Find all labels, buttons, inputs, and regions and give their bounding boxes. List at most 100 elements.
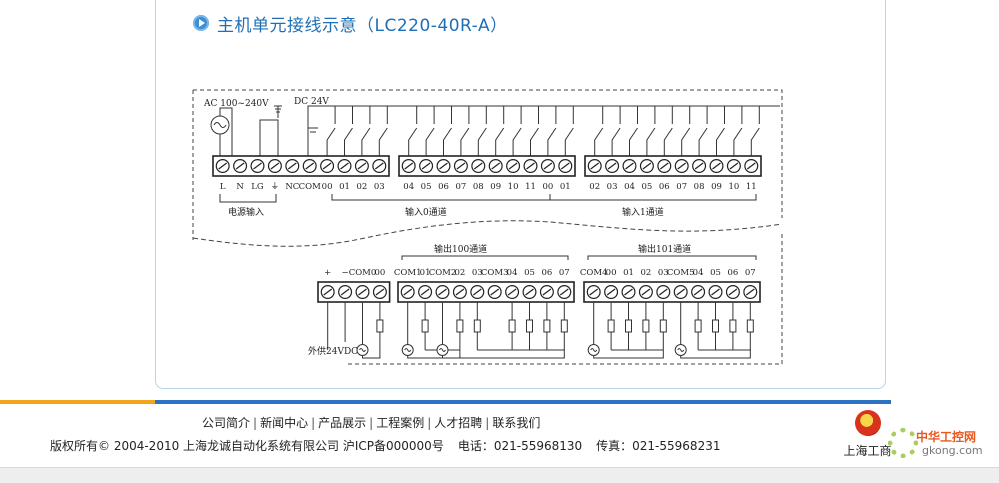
play-bullet-icon xyxy=(193,15,209,31)
output101-label: 输出101通道 xyxy=(638,243,691,255)
input-terminal-label: COM xyxy=(299,182,321,192)
output101-terminal-label: 06 xyxy=(727,268,738,278)
output101-terminal-label: 04 xyxy=(693,268,704,278)
load-resistor-icon xyxy=(421,319,429,333)
input-terminal-label: NC xyxy=(285,182,299,192)
input-terminal-label: ⏚ xyxy=(271,182,280,192)
input-terminal-label: LG xyxy=(251,182,264,192)
input-terminal-label: 03 xyxy=(374,182,385,192)
input-terminal-label: 11 xyxy=(746,182,757,192)
input-terminal-label: 02 xyxy=(356,182,367,192)
footer-link-projects[interactable]: 工程案例 xyxy=(376,416,425,430)
input-terminal-label: 03 xyxy=(607,182,618,192)
footer-copyright: 版权所有© 2004-2010 上海龙诚自动化系统有限公司 沪ICP备00000… xyxy=(50,437,720,454)
load-resistor-icon xyxy=(746,319,754,333)
output100-terminal-label: COM3 xyxy=(481,268,509,278)
section-heading: 主机单元接线示意（LC220-40R-A） xyxy=(193,12,508,36)
footer-nav: 公司简介|新闻中心|产品展示|工程案例|人才招聘|联系我们 xyxy=(202,416,541,430)
output100-terminal-label: 06 xyxy=(541,268,552,278)
input-terminal-label: N xyxy=(236,182,244,192)
input-terminal-label: 11 xyxy=(525,182,536,192)
input-terminal-label: 01 xyxy=(339,182,350,192)
input-terminal-label: 08 xyxy=(473,182,484,192)
load-resistor-icon xyxy=(508,319,516,333)
load-resistor-icon xyxy=(376,319,384,333)
input-terminal-label: 02 xyxy=(589,182,600,192)
output101-terminal-label: 07 xyxy=(745,268,756,278)
output-power-terminal-label: + xyxy=(324,268,331,278)
load-resistor-icon xyxy=(607,319,615,333)
footer-link-news[interactable]: 新闻中心 xyxy=(260,416,309,430)
copyright-text: 版权所有© 2004-2010 上海龙诚自动化系统有限公司 沪ICP备00000… xyxy=(50,439,444,453)
gear-icon xyxy=(888,428,918,458)
footer-link-contact[interactable]: 联系我们 xyxy=(492,416,541,430)
emblem-icon xyxy=(854,410,881,436)
gongshang-badge[interactable]: 上海工商 xyxy=(840,408,895,460)
input-terminal-label: L xyxy=(220,182,226,192)
input-terminal-label: 09 xyxy=(711,182,722,192)
input-terminal-label: 04 xyxy=(403,182,414,192)
content-panel xyxy=(155,0,886,389)
input-terminal-label: 01 xyxy=(560,182,571,192)
footer-link-about[interactable]: 公司简介 xyxy=(202,416,251,430)
output101-terminal-label: 05 xyxy=(710,268,721,278)
input-terminal-label: 09 xyxy=(490,182,501,192)
gongshang-label: 上海工商 xyxy=(843,444,892,458)
watermark-domain: gkong.com xyxy=(922,444,983,457)
input-terminal-label: 05 xyxy=(421,182,432,192)
load-resistor-icon xyxy=(543,319,551,333)
input-terminal-label: 08 xyxy=(694,182,705,192)
input-terminal-label: 06 xyxy=(659,182,670,192)
load-resistor-icon xyxy=(659,319,667,333)
load-resistor-icon xyxy=(625,319,632,333)
output101-terminal-label: 03 xyxy=(658,268,669,278)
output100-terminal-label: 02 xyxy=(454,268,465,278)
load-resistor-icon xyxy=(473,319,481,333)
load-resistor-icon xyxy=(729,319,737,333)
output-power-terminal-label: 00 xyxy=(374,268,385,278)
footer-divider-orange xyxy=(0,400,155,404)
ground-icon xyxy=(274,105,282,118)
input0-label: 输入0通道 xyxy=(405,206,447,218)
section-title: 主机单元接线示意（LC220-40R-A） xyxy=(217,15,508,36)
power-source-label: AC 100~240V xyxy=(203,99,269,109)
input-terminal-label: 10 xyxy=(728,182,739,192)
output-power-terminal-label: − xyxy=(342,268,349,278)
status-bar xyxy=(0,467,999,483)
footer-link-products[interactable]: 产品展示 xyxy=(318,416,367,430)
input-terminal-label: 07 xyxy=(676,182,687,192)
load-resistor-icon xyxy=(694,319,702,333)
fax-text: 传真：021-55968231 xyxy=(596,439,721,453)
input-terminal-label: 00 xyxy=(322,182,333,192)
input-terminal-label: 10 xyxy=(508,182,519,192)
watermark-brand: 中华工控网 xyxy=(916,430,977,444)
load-resistor-icon xyxy=(456,319,464,333)
input-terminal-label: 07 xyxy=(455,182,466,192)
output-power-terminal-label: COM0 xyxy=(349,268,377,278)
input-terminal-label: 06 xyxy=(438,182,449,192)
footer-divider-blue xyxy=(155,400,891,404)
output101-terminal-label: 01 xyxy=(623,268,634,278)
input-terminal-label: 05 xyxy=(641,182,652,192)
load-resistor-icon xyxy=(642,319,650,333)
external-supply-label: 外供24VDC xyxy=(308,345,358,357)
footer-link-jobs[interactable]: 人才招聘 xyxy=(434,416,483,430)
watermark: 中华工控网 gkong.com xyxy=(880,420,995,470)
input1-label: 输入1通道 xyxy=(622,206,664,218)
load-resistor-icon xyxy=(526,319,533,333)
output101-terminal-label: 02 xyxy=(640,268,651,278)
phone-text: 电话：021-55968130 xyxy=(457,439,583,453)
output100-terminal-label: 07 xyxy=(559,268,570,278)
input-terminal-label: 00 xyxy=(542,182,553,192)
output100-label: 输出100通道 xyxy=(434,243,487,255)
output100-terminal-label: 01 xyxy=(420,268,431,278)
load-resistor-icon xyxy=(560,319,568,333)
output101-terminal-label: COM4 xyxy=(580,268,608,278)
dc-label: DC 24V xyxy=(294,97,329,107)
output100-terminal-label: COM2 xyxy=(429,268,457,278)
output100-terminal-label: 05 xyxy=(524,268,535,278)
power-input-label: 电源输入 xyxy=(228,206,264,218)
output100-terminal-label: COM1 xyxy=(394,268,422,278)
output101-terminal-label: COM5 xyxy=(667,268,695,278)
